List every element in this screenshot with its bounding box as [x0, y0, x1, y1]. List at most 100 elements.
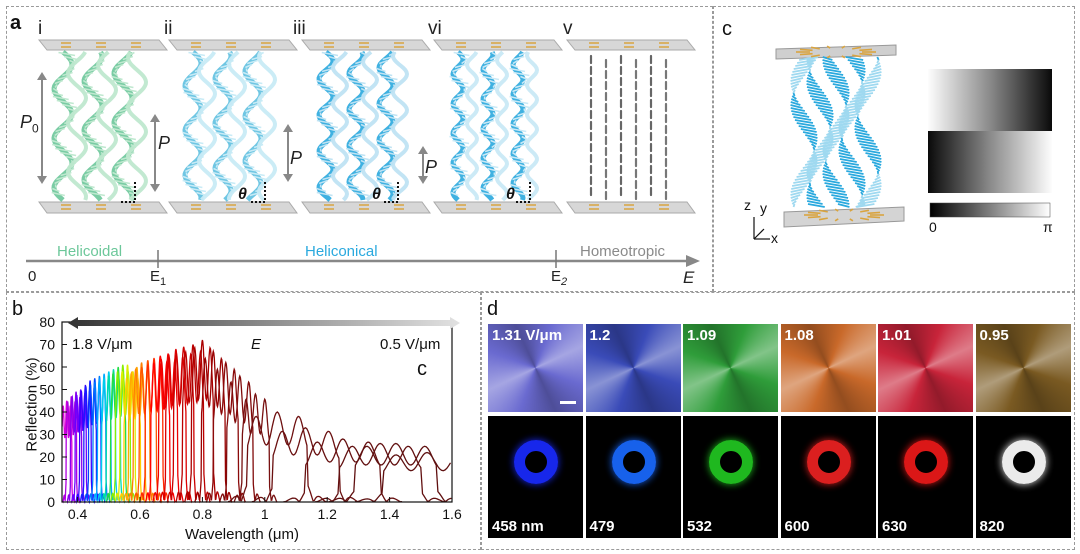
x-axis-title: Wavelength (μm) [185, 526, 299, 543]
reflection-image: 820 [975, 416, 1071, 538]
wavelength-label: 820 [979, 518, 1005, 535]
y-tick-label: 60 [39, 359, 55, 375]
chart-corner-label: c [417, 358, 427, 380]
panel-d-label: d [487, 298, 499, 320]
spectrum-series [61, 400, 76, 504]
donut-ring [611, 440, 656, 484]
spectrum-series [96, 371, 121, 504]
spectrum-series [152, 353, 185, 504]
field-value-label: 1.31 V/μm [492, 327, 563, 344]
lc-cell-1 [37, 39, 169, 214]
y-tick-label: 50 [39, 382, 55, 398]
spectrum-series [123, 366, 151, 504]
field-arrow [68, 317, 460, 329]
donut-ring [709, 440, 753, 484]
wavelength-label: 458 nm [492, 518, 544, 535]
arrow-label-right: 0.5 V/μm [380, 336, 441, 353]
phase-helicoidal: Helicoidal [57, 243, 123, 260]
panel-c-frame [713, 6, 1075, 292]
spectrum-series [88, 375, 111, 504]
pitch-arrow-2 [150, 114, 160, 192]
theta-label-iii: θ [372, 186, 381, 203]
field-value-label: 1.08 [784, 327, 814, 344]
axis-arrowhead [686, 255, 700, 267]
panel-c-label: c [722, 18, 732, 40]
spectrum-series [166, 346, 201, 504]
x-tick-label: 1.6 [442, 506, 462, 522]
spectrum-series [218, 374, 261, 503]
reflection-image: 532 [683, 416, 778, 538]
spectrum-series [159, 348, 193, 504]
y-tick-label: 20 [39, 449, 55, 465]
field-value-label: 1.2 [589, 327, 611, 344]
pitch-label-vi: P [425, 157, 438, 177]
wavelength-label: 630 [882, 518, 908, 535]
y-tick-label: 80 [39, 314, 55, 330]
axis-x-label: x [771, 230, 778, 246]
lc-cell-4 [432, 39, 564, 214]
theta-label-vi: θ [506, 186, 515, 203]
phase-heliconical: Heliconical [305, 243, 378, 260]
lc-cell-2 [167, 39, 299, 214]
pitch-label-ii: P [158, 133, 171, 153]
lc-cell-5 [565, 39, 697, 214]
axis-zero-label: 0 [28, 268, 37, 285]
colorbar [929, 202, 1051, 218]
spectrum-series [62, 396, 81, 504]
spectrum-series [144, 355, 176, 504]
pitch-arrow-3 [283, 124, 293, 182]
stage-label-v: v [563, 18, 573, 39]
pom-image: 1.2 [585, 324, 681, 412]
reflection-image: 479 [585, 416, 681, 538]
field-value-label: 1.01 [882, 327, 912, 344]
panel-a-illustration [26, 39, 700, 268]
colorbar-min-label: 0 [929, 219, 937, 235]
spectrum-series [251, 427, 360, 503]
spectrum-series [328, 442, 452, 503]
panel-c-illustration [753, 44, 1052, 240]
lc-cell-3 [300, 39, 432, 214]
panel-a-label: a [10, 12, 22, 34]
reflection-image: 600 [780, 416, 876, 538]
wavelength-label: 600 [784, 518, 810, 535]
spectrum-series [101, 369, 126, 504]
xyz-axes-icon [753, 217, 770, 240]
x-tick-label: 0.4 [68, 506, 88, 522]
pom-image: 1.01 [878, 324, 973, 412]
spectrum-series [227, 411, 327, 503]
stage-label-i: i [38, 18, 43, 39]
x-tick-label: 1.4 [380, 506, 400, 522]
stage-label-vi: vi [428, 18, 442, 39]
pitch-label-p0: P0 [20, 112, 39, 136]
spectrum-series [114, 364, 141, 504]
stage-label-ii: ii [164, 18, 173, 39]
spectrum-series [205, 360, 246, 503]
stage-label-iii: iii [293, 18, 306, 39]
wavelength-label: 532 [687, 518, 713, 535]
phase-map [928, 69, 1052, 193]
theta-label-ii: θ [238, 186, 247, 203]
spectrum-series [105, 366, 131, 504]
donut-ring [904, 440, 948, 484]
axis-e1-label: E1 [150, 268, 167, 288]
reflection-image: 458 nm [488, 416, 583, 538]
x-tick-label: 1.2 [317, 506, 337, 522]
panel-a-frame [6, 6, 713, 292]
pitch-label-iii: P [290, 148, 303, 168]
y-axis-title: Reflection (%) [23, 357, 41, 452]
y-tick-label: 30 [39, 427, 55, 443]
panel-b-label: b [12, 298, 24, 320]
axis-e2-label: E2 [551, 268, 568, 288]
spectrum-series [315, 442, 446, 503]
y-tick-label: 0 [47, 494, 55, 510]
panel-d-frame [481, 292, 1075, 550]
pom-image: 0.95 [975, 324, 1071, 412]
spectrum-series [110, 364, 136, 504]
spectrum-series [70, 389, 91, 505]
pom-image: 1.09 [683, 324, 778, 412]
y-tick-label: 10 [39, 472, 55, 488]
spectrum-series [139, 357, 170, 504]
spectrum-series [183, 339, 221, 503]
skyrmion-helix [790, 45, 884, 222]
